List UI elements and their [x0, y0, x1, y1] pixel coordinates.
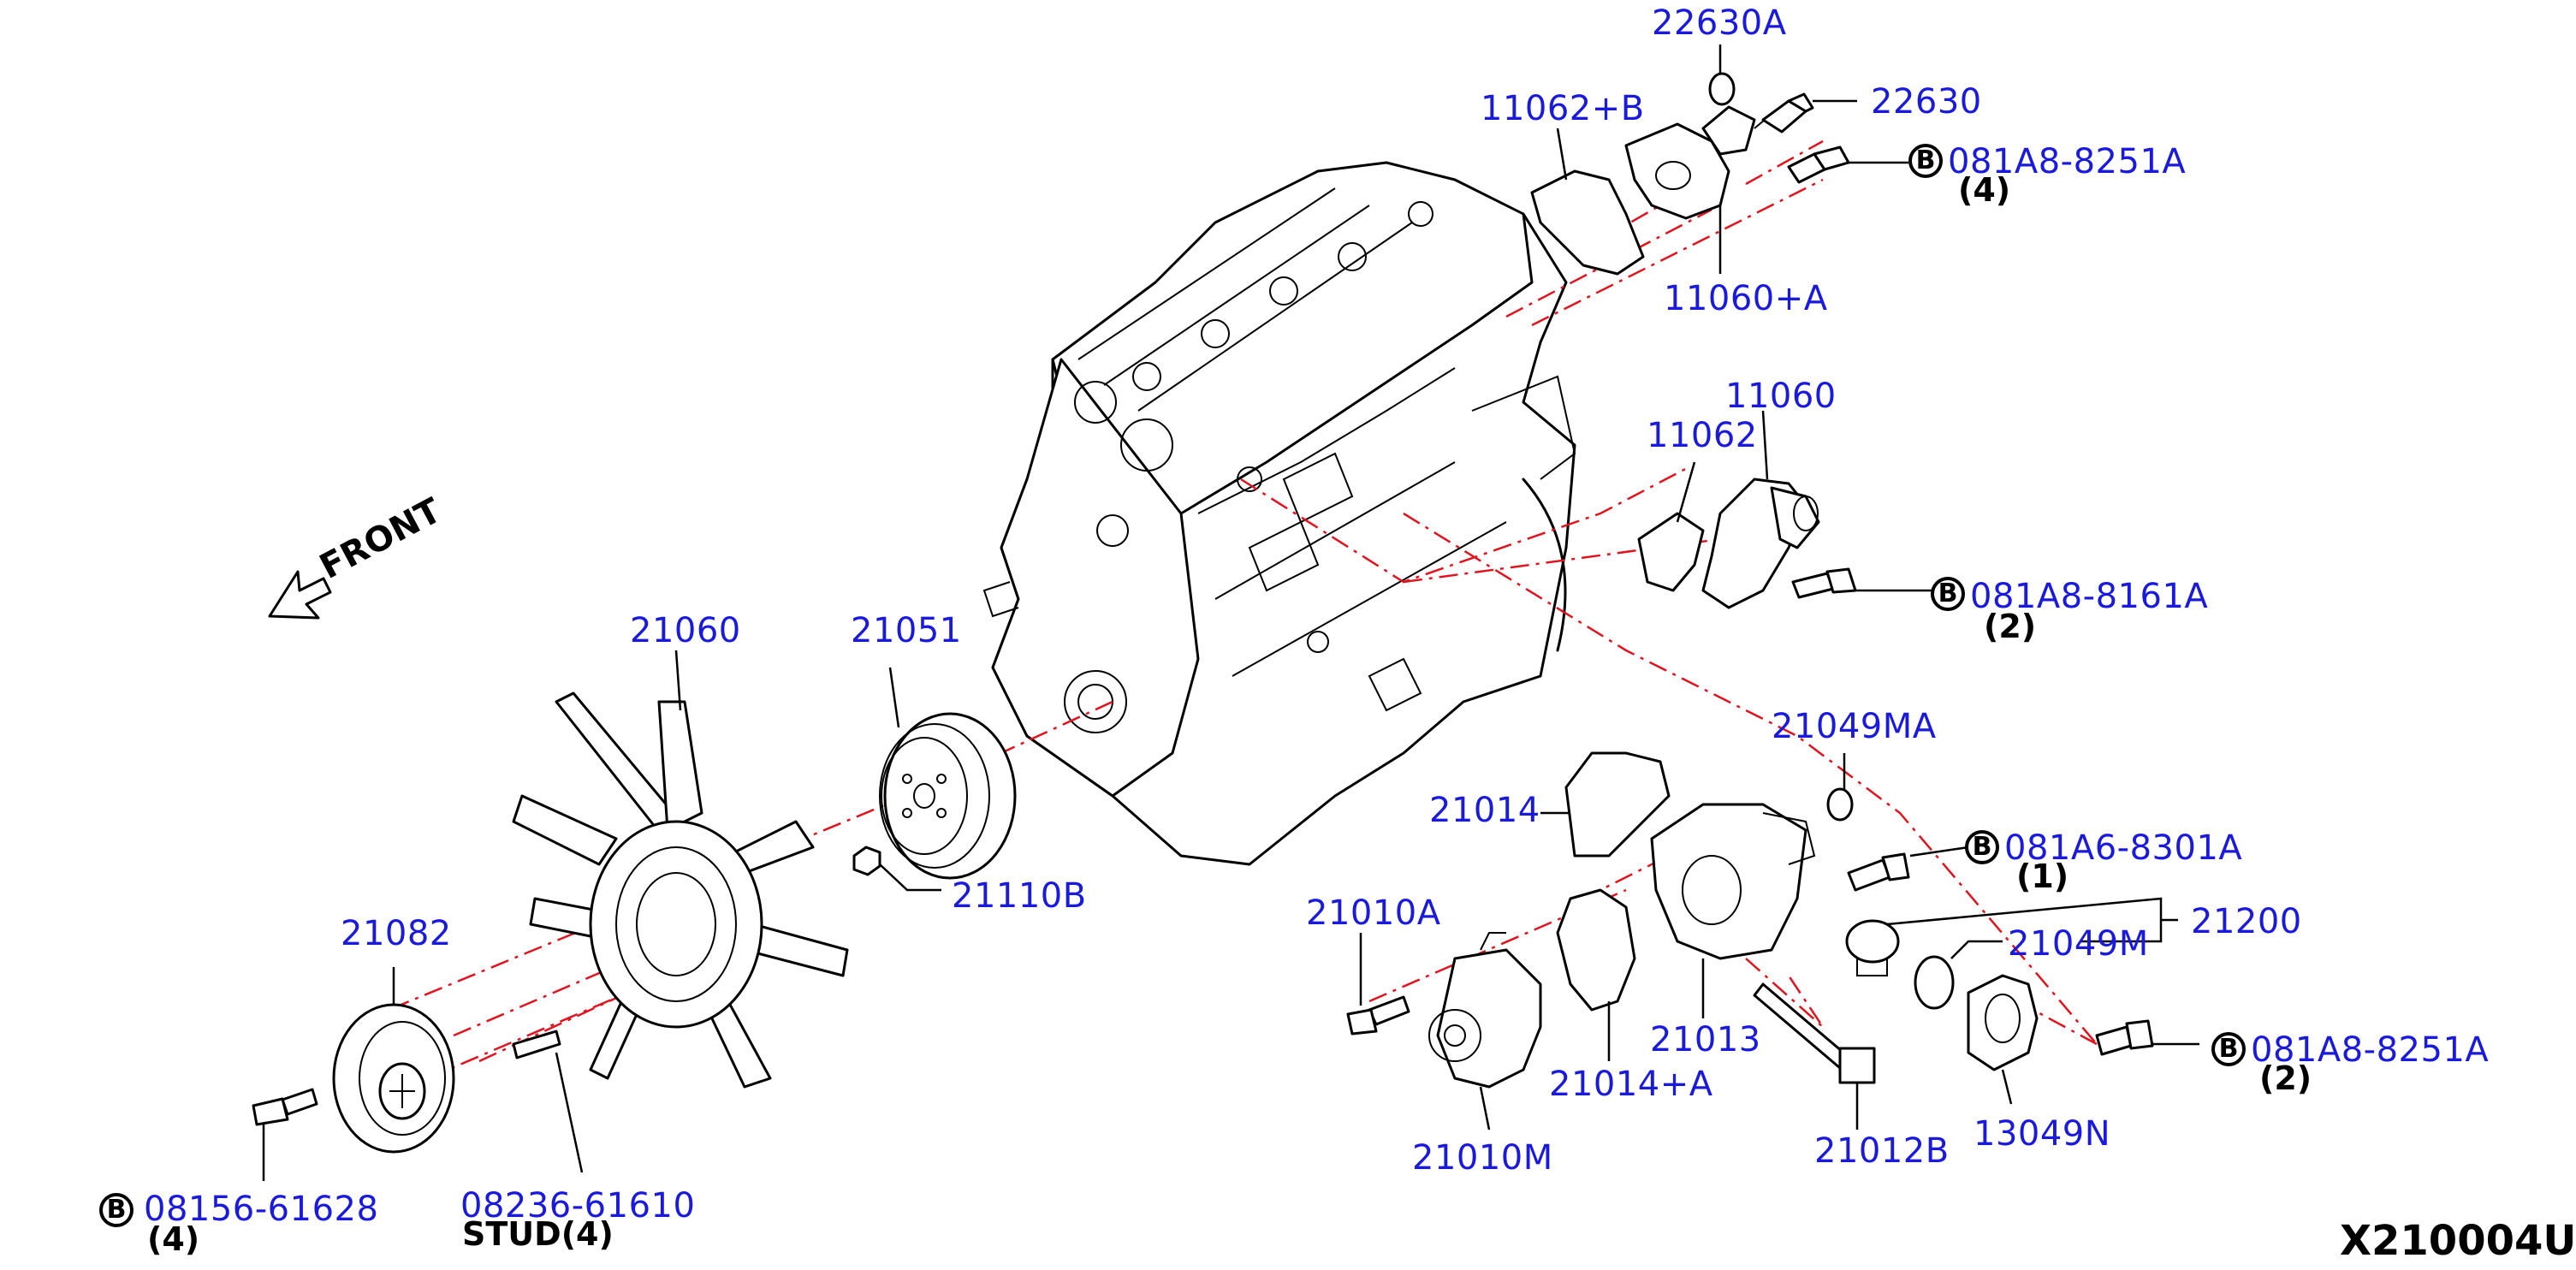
stud-qty-label: STUD(4): [462, 1215, 614, 1253]
qty-label-8301a: (1): [2016, 858, 2069, 895]
bolt-081a8-8251a-bottom: [2095, 1019, 2154, 1056]
water-pipe-11060: [1701, 478, 1820, 609]
water-pump-21010m: [1428, 932, 1542, 1089]
pulley-21051: [879, 712, 1017, 880]
o-ring-21049m: [1914, 955, 1955, 1010]
bolt-21012b: [1753, 982, 1876, 1084]
part-label-21012b: 21012B: [1814, 1131, 1950, 1171]
thermostat-21200: [1845, 919, 1900, 976]
qty-label-8161a: (2): [1984, 608, 2037, 645]
bolt-marker-icon: B: [1931, 577, 1965, 611]
part-label-11060: 11060: [1725, 377, 1837, 416]
temperature-sensor-22630: [1754, 92, 1814, 134]
thermostat-housing-21013: [1650, 803, 1816, 960]
bolt-marker-icon: B: [1908, 144, 1943, 178]
qty-label-08156: (4): [147, 1220, 200, 1258]
part-label-21051: 21051: [851, 611, 962, 650]
bolt-21010a: [1346, 995, 1410, 1036]
bolt-081a8-8251a-top: [1787, 145, 1850, 184]
part-label-08236-61610: 08236-61610: [460, 1186, 696, 1225]
gasket-21014a: [1556, 888, 1636, 1012]
part-label-081a8-8251a-top: 081A8-8251A: [1948, 142, 2187, 181]
bolt-081a8-8161a: [1791, 567, 1857, 599]
bolt-marker-icon: B: [2211, 1032, 2246, 1066]
part-label-21049ma: 21049MA: [1772, 707, 1937, 746]
part-label-11062b: 11062+B: [1481, 89, 1645, 128]
front-arrow-icon: [268, 570, 332, 620]
part-label-21200: 21200: [2191, 902, 2302, 941]
fan-21060: [512, 691, 849, 1089]
fan-clutch-21082: [332, 1003, 455, 1154]
qty-label-top: (4): [1958, 171, 2011, 209]
water-outlet-11060a: [1624, 105, 1756, 220]
part-label-11060a: 11060+A: [1664, 279, 1828, 318]
bolt-081a6-8301a: [1847, 852, 1910, 892]
part-label-22630a: 22630A: [1652, 3, 1787, 43]
bolt-marker-icon: B: [99, 1193, 134, 1227]
part-label-21060: 21060: [630, 611, 741, 650]
qty-label-bottom: (2): [2259, 1059, 2312, 1097]
part-label-13049n: 13049N: [1974, 1114, 2111, 1154]
gasket-11062b: [1530, 169, 1645, 276]
leader-lines: [262, 45, 2199, 1181]
o-ring-21049ma: [1826, 787, 1854, 822]
stud-08236-61610: [512, 1030, 561, 1059]
part-label-21049m: 21049M: [2008, 924, 2149, 964]
engine-block: [982, 161, 1576, 866]
diagram-code: X210004U: [2340, 1217, 2576, 1265]
part-label-21013: 21013: [1650, 1020, 1761, 1059]
part-label-081a8-8161a: 081A8-8161A: [1970, 577, 2209, 616]
o-ring-22630a: [1708, 72, 1736, 106]
water-inlet-13049n: [1967, 974, 2039, 1071]
part-label-22630: 22630: [1871, 82, 1982, 122]
part-label-21110b: 21110B: [952, 876, 1087, 916]
gasket-11062: [1637, 512, 1705, 592]
bolt-08156-61628: [252, 1088, 318, 1126]
part-label-21014a: 21014+A: [1549, 1065, 1713, 1104]
gasket-21014: [1564, 751, 1671, 858]
bolt-marker-icon: B: [1965, 830, 1999, 864]
part-label-21014: 21014: [1429, 791, 1540, 830]
part-label-081a8-8251a-bottom: 081A8-8251A: [2251, 1030, 2490, 1070]
part-label-08156-61628: 08156-61628: [144, 1190, 379, 1229]
part-label-11062: 11062: [1647, 416, 1758, 455]
part-label-21010a: 21010A: [1306, 893, 1441, 933]
part-label-21010m: 21010M: [1412, 1138, 1553, 1178]
nut-21110b: [852, 846, 881, 876]
part-label-21082: 21082: [341, 914, 452, 953]
part-label-081a6-8301a: 081A6-8301A: [2004, 828, 2243, 868]
